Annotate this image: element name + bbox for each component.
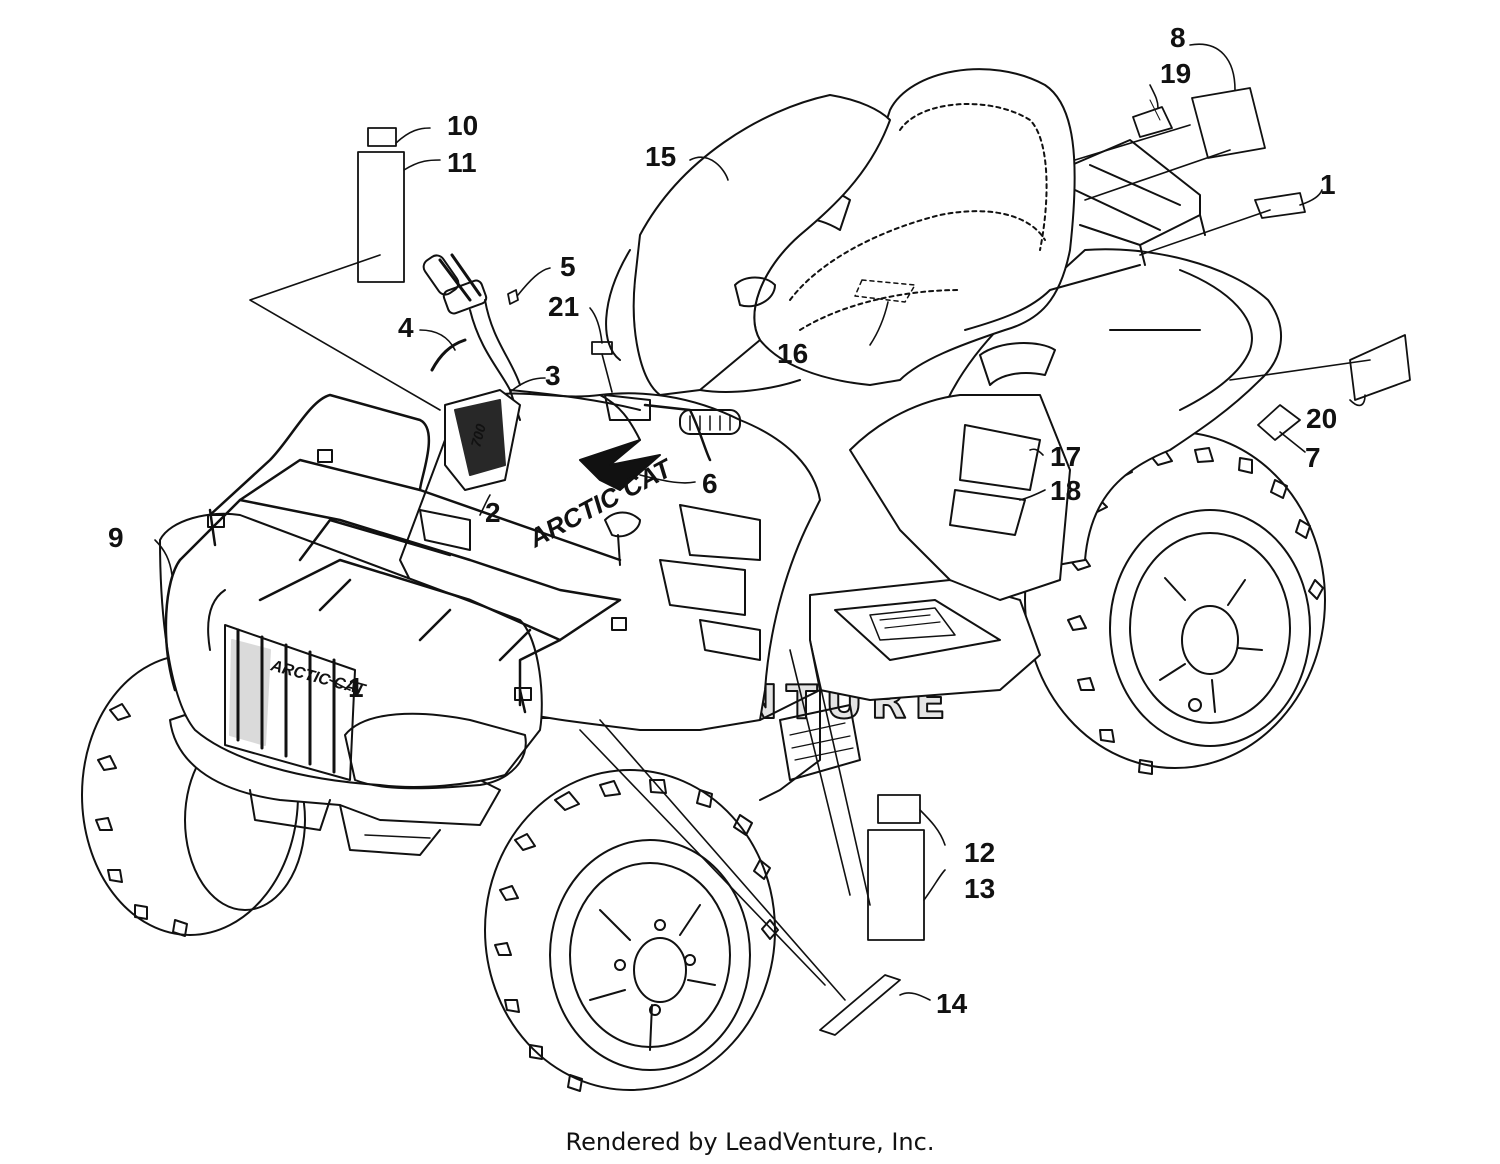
fuel-cap (734, 276, 776, 308)
decal-13 (867, 829, 925, 941)
callout-19: 19 (1160, 58, 1191, 89)
callout-9: 9 (108, 522, 124, 553)
front-right-wheel (484, 769, 779, 1092)
callout-3: 3 (545, 360, 561, 391)
callout-2: 2 (485, 497, 501, 528)
front-right-tread (494, 779, 779, 1092)
callout-6: 6 (702, 468, 718, 499)
decal-14 (819, 974, 901, 1036)
decal-17-outline (959, 424, 1041, 491)
footer-credit: Rendered by LeadVenture, Inc. (565, 1128, 935, 1156)
callout-18: 18 (1050, 475, 1081, 506)
front-left-tread (95, 703, 188, 937)
callout-20: 20 (1306, 403, 1337, 434)
callout-10: 10 (447, 110, 478, 141)
loose-decals (357, 87, 1411, 1036)
callout-8: 8 (1170, 22, 1186, 53)
headlight (344, 712, 527, 790)
decal-11 (357, 151, 405, 283)
decal-12 (877, 794, 921, 824)
rack-bracket (514, 687, 532, 701)
callout-1-rear: 1 (1320, 169, 1336, 200)
leader-lines (154, 43, 1371, 1001)
seat-decal-outline (854, 279, 916, 303)
decal-8 (1191, 87, 1266, 159)
handlebar (422, 253, 741, 462)
callout-4: 4 (398, 312, 414, 343)
main-body (605, 94, 891, 396)
callout-12: 12 (964, 837, 995, 868)
rack-bracket (611, 617, 627, 631)
pod-badge-text: 700 (467, 422, 489, 449)
rear-tread (1067, 447, 1324, 775)
decal-20 (1349, 334, 1411, 401)
decal-18-outline (949, 489, 1026, 536)
instrument-pod (444, 389, 521, 491)
rack-bracket (207, 514, 225, 528)
callout-14: 14 (936, 988, 968, 1019)
decal-5 (507, 289, 519, 305)
decal-1-rear (1254, 192, 1306, 219)
rear-right-wheel (1024, 431, 1326, 775)
callout-11: 11 (447, 147, 477, 178)
rack-bracket (317, 449, 333, 463)
callout-7: 7 (1305, 442, 1321, 473)
rear-side-panel (849, 394, 1071, 601)
front-fascia (159, 512, 543, 790)
decal-19 (1132, 106, 1173, 138)
callout-13: 13 (964, 873, 995, 904)
callout-5: 5 (560, 251, 576, 282)
callout-21: 21 (548, 291, 579, 322)
grille (224, 624, 356, 781)
tank-decal (419, 439, 661, 566)
decal-10 (367, 127, 397, 147)
callout-1-front: 1 (348, 672, 364, 703)
decal-7 (1257, 404, 1301, 441)
callout-numbers: 1 1 2 3 4 5 6 7 8 9 10 11 12 13 14 15 16… (108, 22, 1337, 1019)
callout-15: 15 (645, 141, 676, 172)
callout-17: 17 (1050, 441, 1081, 472)
callout-16: 16 (777, 338, 808, 369)
rear-rack (1059, 139, 1206, 266)
